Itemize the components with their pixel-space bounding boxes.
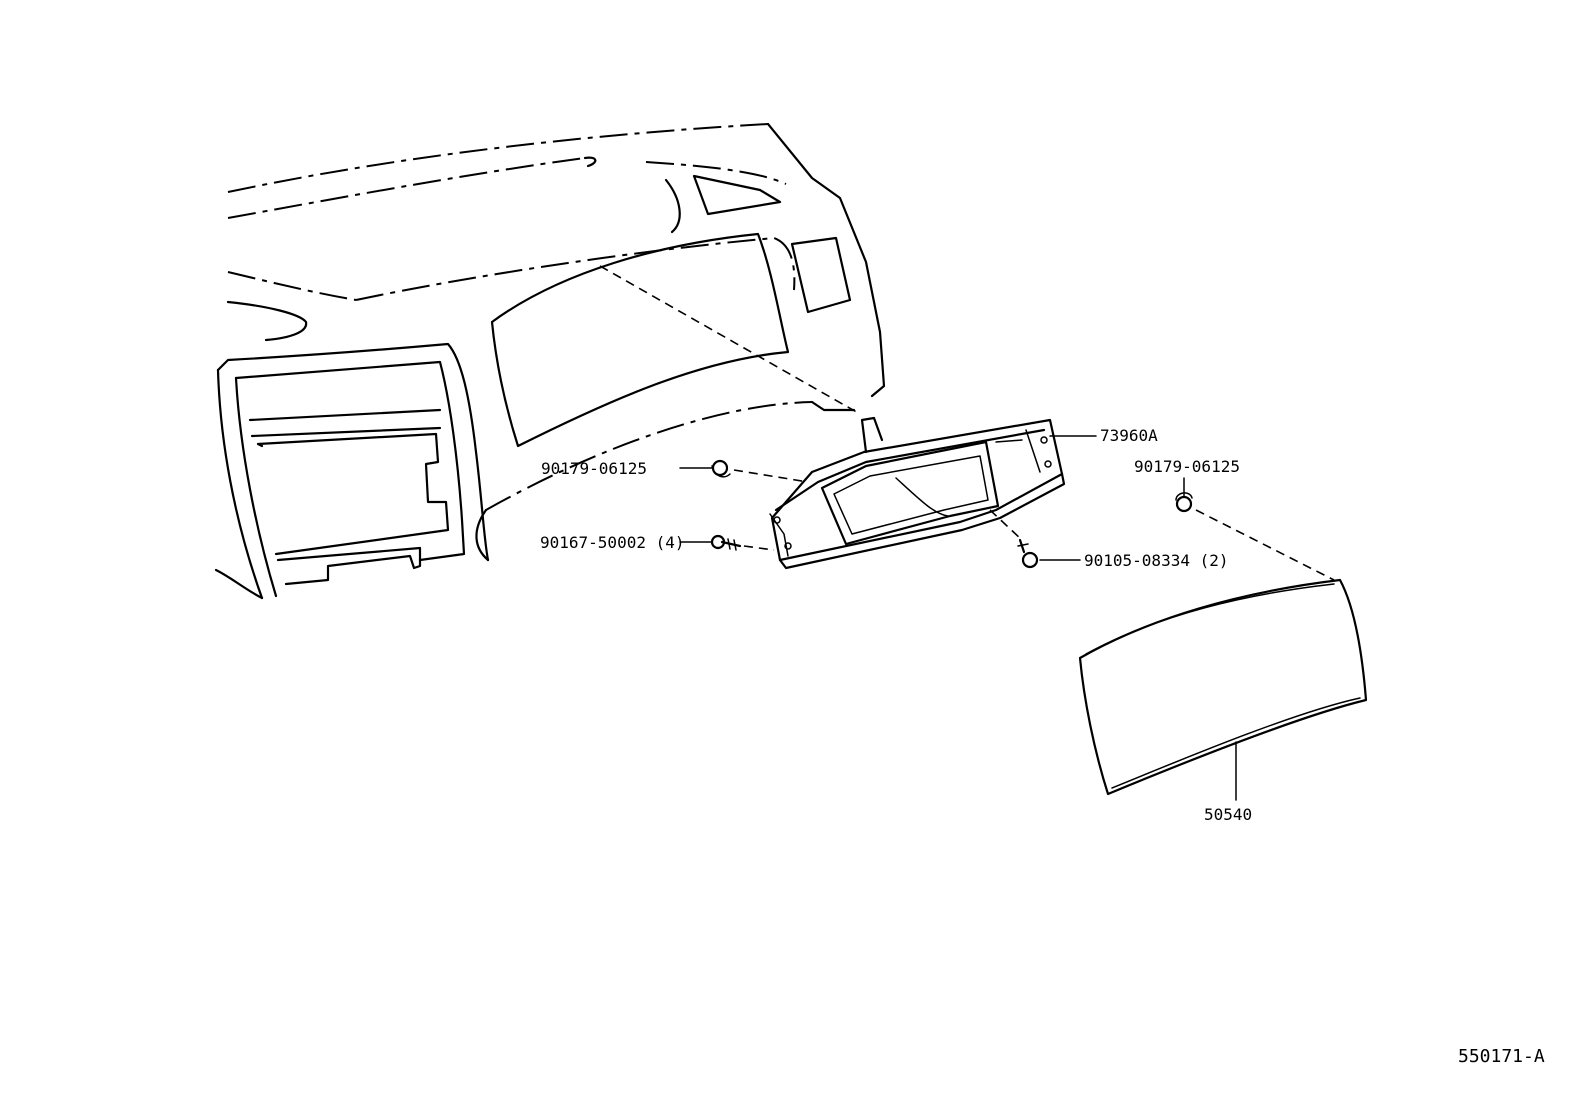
callout-screw-left: 90167-50002 (4) [540,533,685,552]
instrument-panel-outline [214,122,886,600]
callout-50540: 50540 [1204,805,1252,824]
diagram-code: 550171-A [1458,1046,1545,1067]
leader-screw-right-dashed [989,509,1023,541]
callout-screw-right: 90105-08334 (2) [1084,551,1229,570]
meter-glass-panel [1078,578,1368,796]
clip-left-icon [711,459,731,478]
callout-clip-left: 90179-06125 [541,459,647,478]
leader-clip-left-dashed [733,469,809,483]
leader-dashboard-to-hood [599,265,861,415]
screw-right-icon [1017,538,1039,569]
callout-clip-right: 90179-06125 [1134,457,1240,476]
meter-hood-bracket [769,416,1066,570]
callout-73960A: 73960A [1100,426,1158,445]
screw-left-icon [710,534,742,551]
leader-screw-left-dashed [743,545,775,551]
leader-clip-right-dashed [1195,509,1335,581]
